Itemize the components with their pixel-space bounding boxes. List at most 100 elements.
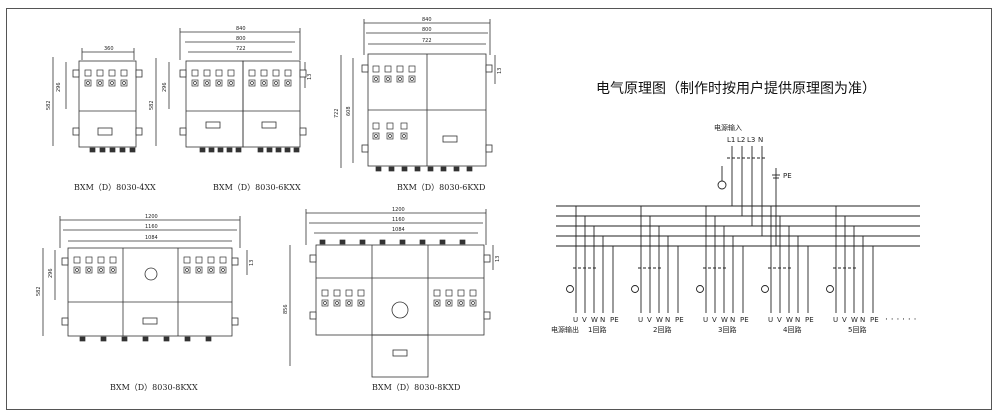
circuit-label: 5回路 xyxy=(848,325,866,334)
indicator-lamp xyxy=(566,285,574,293)
dim-6kxd-h2: 608 xyxy=(346,106,352,116)
terminal-label: W xyxy=(786,316,793,324)
device-button xyxy=(84,69,92,77)
cable-gland xyxy=(427,166,434,172)
cable-gland xyxy=(401,166,408,172)
cable-gland xyxy=(226,147,233,153)
cable-gland xyxy=(257,147,264,153)
cable-gland xyxy=(217,147,224,153)
device-switch xyxy=(345,299,353,307)
cable-gland xyxy=(208,147,215,153)
device-knob xyxy=(410,77,414,81)
device-knob xyxy=(111,268,115,272)
caption-6kxx: BXM（D）8030-6KXX xyxy=(213,183,301,192)
dim-6kxd-side: 13 xyxy=(497,68,503,74)
device-knob xyxy=(197,268,201,272)
terminal-label: V xyxy=(712,316,717,324)
device-knob xyxy=(75,268,79,272)
phase-l3: L3 xyxy=(747,136,755,144)
terminal-label: U xyxy=(768,316,773,324)
cable-gland xyxy=(99,147,106,153)
device-button xyxy=(97,256,105,264)
device-switch xyxy=(408,75,416,83)
circuit-label: 3回路 xyxy=(718,325,736,334)
terminal-label: U xyxy=(638,316,643,324)
enclosure-devices xyxy=(73,65,477,342)
drawing-frame xyxy=(6,8,992,410)
terminal-label: W xyxy=(851,316,858,324)
device-button xyxy=(384,65,392,73)
indicator-lamp xyxy=(826,285,834,293)
cable-gland xyxy=(266,147,273,153)
terminal-label: W xyxy=(721,316,728,324)
device-switch xyxy=(108,79,116,87)
cable-gland xyxy=(89,147,96,153)
device-knob xyxy=(447,301,451,305)
device-knob xyxy=(110,81,114,85)
device-knob xyxy=(374,77,378,81)
cable-gland xyxy=(119,147,126,153)
device-button xyxy=(400,122,408,130)
device-switch xyxy=(372,75,380,83)
device-knob xyxy=(87,268,91,272)
terminal-label: N xyxy=(860,316,865,324)
cable-gland xyxy=(129,147,136,153)
terminal-label: N xyxy=(665,316,670,324)
device-switch xyxy=(384,75,392,83)
schematic-title: 电气原理图（制作时按用户提供原理图为准） xyxy=(596,81,876,97)
device-knob xyxy=(229,81,233,85)
phase-l2: L2 xyxy=(737,136,745,144)
device-switch xyxy=(85,266,93,274)
enclosure-6kxx xyxy=(155,28,307,148)
device-switch xyxy=(445,299,453,307)
cable-gland xyxy=(466,166,473,172)
device-switch xyxy=(333,299,341,307)
cable-gland xyxy=(440,166,447,172)
device-button xyxy=(445,289,453,297)
device-knob xyxy=(398,77,402,81)
device-switch xyxy=(203,79,211,87)
cable-gland xyxy=(163,336,170,342)
device-knob xyxy=(435,301,439,305)
device-switch xyxy=(120,79,128,87)
terminal-label: N xyxy=(600,316,605,324)
device-knob xyxy=(471,301,475,305)
device-switch xyxy=(248,79,256,87)
cable-gland xyxy=(184,336,191,342)
device-button xyxy=(203,69,211,77)
device-button xyxy=(183,256,191,264)
terminal-label: U xyxy=(703,316,708,324)
device-button xyxy=(272,69,280,77)
device-switch xyxy=(97,266,105,274)
enclosure-6kxd xyxy=(340,19,496,168)
device-button xyxy=(469,289,477,297)
device-knob xyxy=(459,301,463,305)
device-button xyxy=(372,65,380,73)
dim-6kxx-h1: 296 xyxy=(162,82,168,92)
cable-gland xyxy=(319,239,326,245)
terminal-label: PE xyxy=(870,316,879,324)
terminal-label: PE xyxy=(805,316,814,324)
caption-8kxx: BXM（D）8030-8KXX xyxy=(110,383,198,392)
cable-gland xyxy=(339,239,346,245)
indicator-lamp xyxy=(696,285,704,293)
dim-6kxx-side: 13 xyxy=(307,74,313,80)
device-knob xyxy=(98,81,102,85)
device-switch xyxy=(191,79,199,87)
device-switch xyxy=(84,79,92,87)
device-knob xyxy=(205,81,209,85)
device-knob xyxy=(347,301,351,305)
device-button xyxy=(219,256,227,264)
device-button xyxy=(372,122,380,130)
dim-6kxd-h1: 722 xyxy=(334,108,340,118)
terminal-label: N xyxy=(795,316,800,324)
device-knob xyxy=(221,268,225,272)
dim-8kxx-w1: 1200 xyxy=(145,214,158,220)
cable-gland xyxy=(414,166,421,172)
device-switch xyxy=(109,266,117,274)
terminal-label: U xyxy=(573,316,578,324)
device-switch xyxy=(321,299,329,307)
dim-4xx-h2: 582 xyxy=(46,100,52,110)
